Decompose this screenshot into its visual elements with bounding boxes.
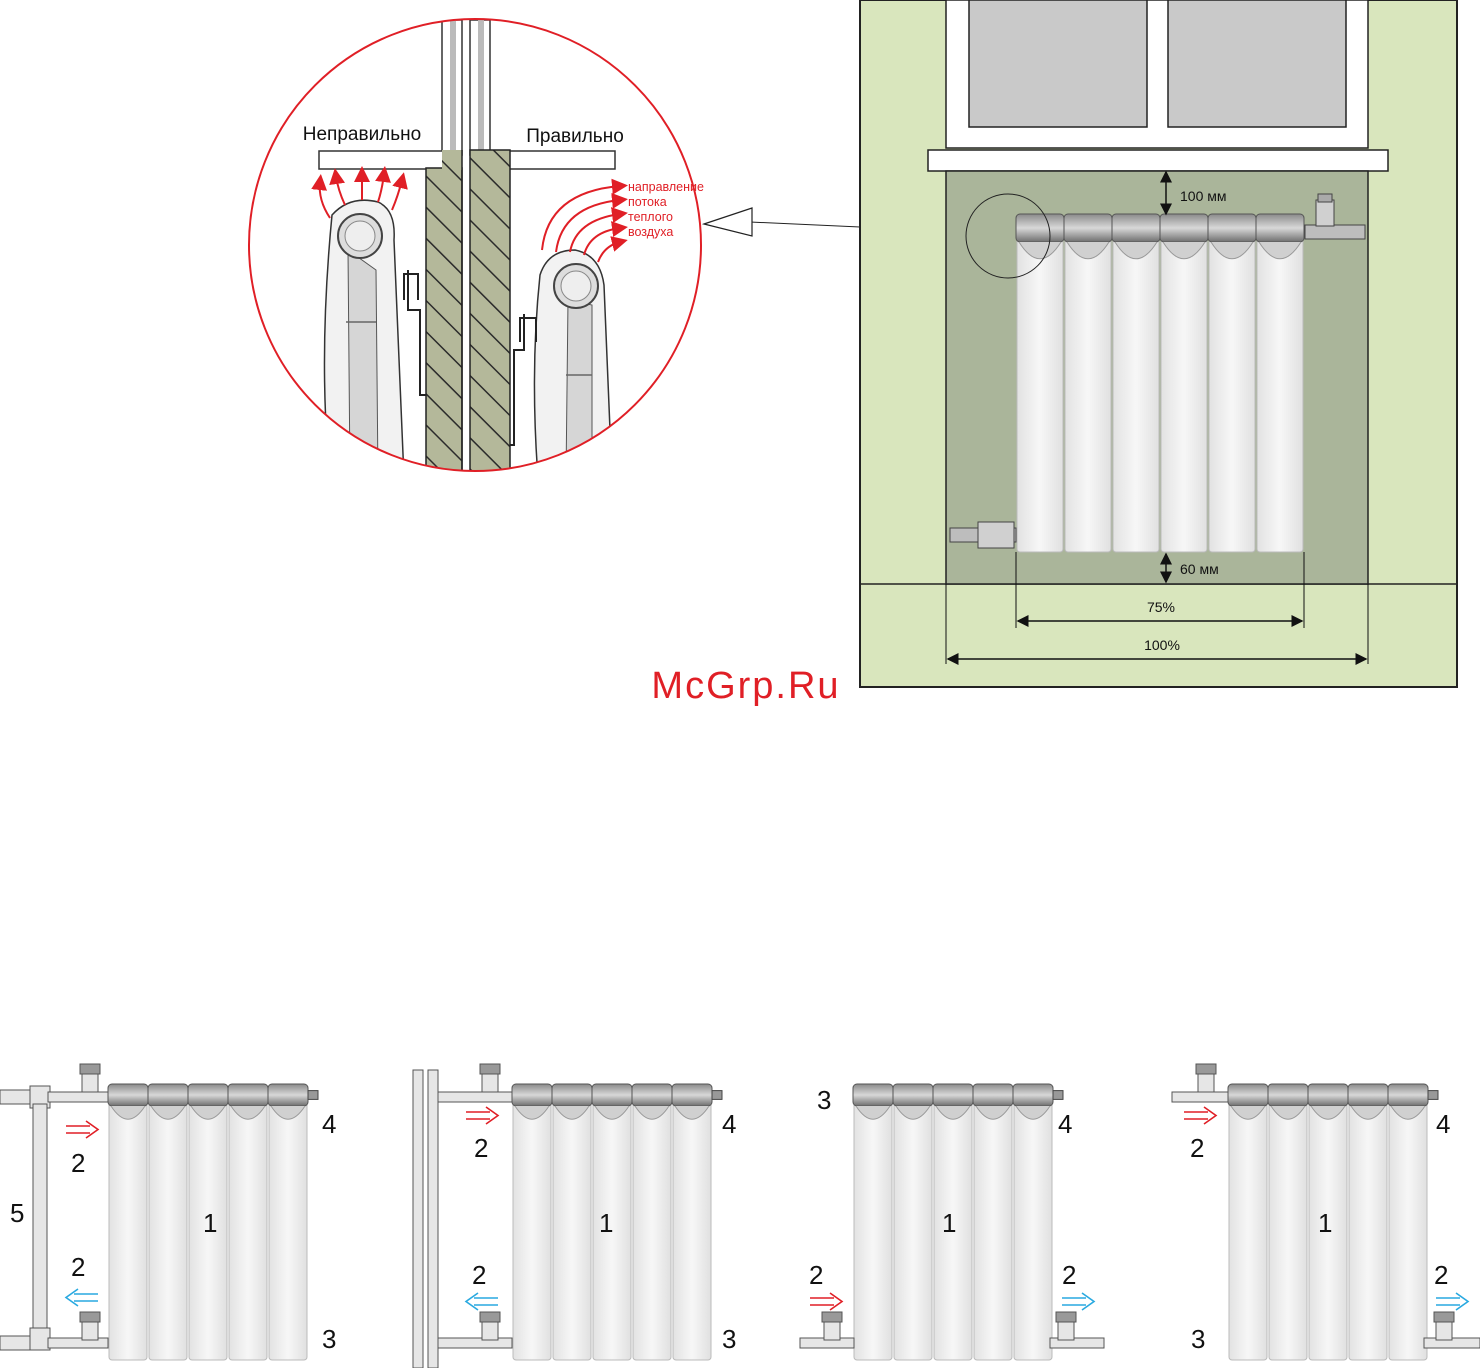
scheme-4-label-1: 1 — [1318, 1208, 1332, 1238]
radiator-profile-wrong — [324, 200, 404, 478]
scheme-4-label-2-right: 2 — [1434, 1260, 1448, 1290]
radiator-width-value: 75% — [1147, 599, 1175, 615]
scheme-3-label-2-left: 2 — [809, 1260, 823, 1290]
scheme-3-label-1: 1 — [942, 1208, 956, 1238]
cold-flow-arrow — [1436, 1293, 1468, 1310]
radiator-section — [512, 1084, 552, 1360]
scheme-2 — [413, 1064, 722, 1368]
radiator-section — [1208, 214, 1256, 552]
radiator-section — [893, 1084, 933, 1360]
radiator-section — [1268, 1084, 1308, 1360]
scheme-1-label-4: 4 — [322, 1109, 336, 1139]
scheme-3-label-2-right: 2 — [1062, 1260, 1076, 1290]
radiator-section — [672, 1084, 712, 1360]
wall-right-section — [470, 150, 510, 478]
scheme-3-radiator — [853, 1084, 1063, 1360]
scheme-2-radiator — [512, 1084, 722, 1360]
scheme-1-label-3: 3 — [322, 1324, 336, 1354]
bottom-gap-value: 60 мм — [1180, 561, 1219, 577]
airflow-caption-line-4: воздуха — [628, 225, 673, 239]
scheme-1-label-2-bottom: 2 — [71, 1252, 85, 1282]
cold-flow-arrow — [66, 1289, 98, 1306]
scheme-1-label-2-top: 2 — [71, 1148, 85, 1178]
scheme-1-label-5: 5 — [10, 1198, 24, 1228]
label-wrong: Неправильно — [303, 124, 421, 145]
radiator-plug — [1053, 1091, 1063, 1100]
scheme-2-label-2-bottom: 2 — [472, 1260, 486, 1290]
scheme-4-radiator — [1228, 1084, 1438, 1360]
radiator-section — [268, 1084, 308, 1360]
label-right: Правильно — [526, 126, 624, 147]
airflow-caption-line-1: направление — [628, 180, 704, 194]
scheme-2-label-3: 3 — [722, 1324, 736, 1354]
radiator-plug — [1428, 1091, 1438, 1100]
detail-circle: Неправильно Правильно направление потока… — [249, 19, 704, 478]
cold-flow-arrow — [1062, 1293, 1094, 1310]
installation-panel: 100 мм 60 мм 75% 100% — [860, 0, 1457, 687]
radiator-section — [108, 1084, 148, 1360]
top-gap-value: 100 мм — [1180, 188, 1227, 204]
watermark: McGrp.Ru — [651, 665, 840, 707]
radiator-section — [1013, 1084, 1053, 1360]
radiator-section — [1256, 214, 1304, 552]
radiator-section — [1016, 214, 1064, 552]
scheme-4-label-2: 2 — [1190, 1133, 1204, 1163]
radiator-section — [1388, 1084, 1428, 1360]
radiator-section — [552, 1084, 592, 1360]
scheme-3-label-4: 4 — [1058, 1109, 1072, 1139]
hot-flow-arrow — [466, 1107, 498, 1124]
window — [928, 0, 1388, 171]
scheme-4-label-4: 4 — [1436, 1109, 1450, 1139]
wall-left-section — [426, 168, 462, 478]
radiator-section — [1348, 1084, 1388, 1360]
radiator-section — [1160, 214, 1208, 552]
scheme-3-label-3: 3 — [817, 1085, 831, 1115]
radiator-profile-right — [534, 250, 612, 478]
radiator-section — [1228, 1084, 1268, 1360]
scheme-1-label-1: 1 — [203, 1208, 217, 1238]
scheme-2-label-1: 1 — [599, 1208, 613, 1238]
cold-flow-arrow — [466, 1293, 498, 1310]
airflow-caption-line-2: потока — [628, 195, 667, 209]
connection-schemes: 4 2 5 1 2 3 4 2 1 2 3 3 4 1 2 2 2 4 1 3 … — [0, 1064, 1480, 1368]
radiator-section — [148, 1084, 188, 1360]
radiator-plug — [308, 1091, 318, 1100]
radiator-plug — [712, 1091, 722, 1100]
radiator-section — [1064, 214, 1112, 552]
radiator-section — [632, 1084, 672, 1360]
radiator-section — [228, 1084, 268, 1360]
hot-flow-arrow — [66, 1121, 98, 1138]
scheme-2-label-2-top: 2 — [474, 1133, 488, 1163]
hot-flow-arrow — [810, 1293, 842, 1310]
scheme-4-label-3: 3 — [1191, 1324, 1205, 1354]
scheme-2-label-4: 4 — [722, 1109, 736, 1139]
scheme-1 — [0, 1064, 318, 1360]
airflow-caption-line-3: теплого — [628, 210, 673, 224]
window-sill — [928, 150, 1388, 171]
hot-flow-arrow — [1184, 1107, 1216, 1124]
radiator-section — [853, 1084, 893, 1360]
niche-width-value: 100% — [1144, 637, 1180, 653]
radiator-section — [973, 1084, 1013, 1360]
scheme-2-piping — [413, 1064, 512, 1368]
radiator-section — [1112, 214, 1160, 552]
